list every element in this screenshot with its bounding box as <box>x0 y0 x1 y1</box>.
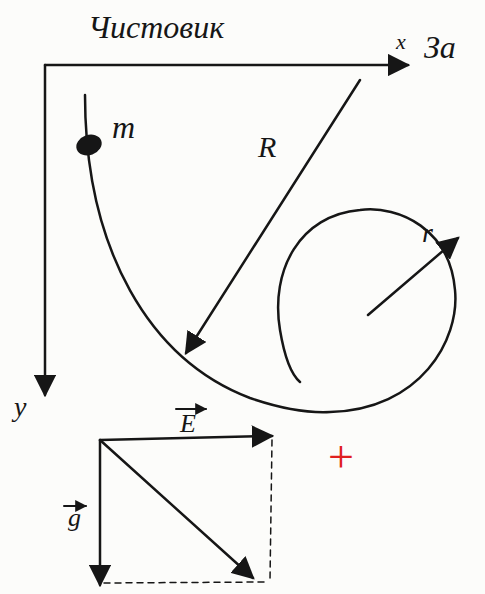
radius-arrow <box>368 238 458 315</box>
track <box>85 95 455 412</box>
heading: Чистовик <box>88 10 224 45</box>
axis-name: y <box>14 392 26 423</box>
radius-arrow <box>186 80 360 353</box>
vector-label: g <box>68 504 81 533</box>
radius-label: r <box>422 218 433 249</box>
dashed-line <box>270 440 272 580</box>
note-text: За <box>424 30 456 65</box>
radius-label: R <box>258 130 276 163</box>
charge-mark: + <box>328 432 354 483</box>
mass-label: m <box>112 110 135 145</box>
dashed-line <box>104 582 266 583</box>
bead <box>73 131 104 159</box>
x-axis <box>45 64 408 67</box>
vector-label: E <box>180 410 196 439</box>
gravity-vector <box>99 440 102 585</box>
resultant-vector <box>100 440 253 578</box>
axis-name: x <box>396 30 406 54</box>
y-axis <box>44 65 47 395</box>
